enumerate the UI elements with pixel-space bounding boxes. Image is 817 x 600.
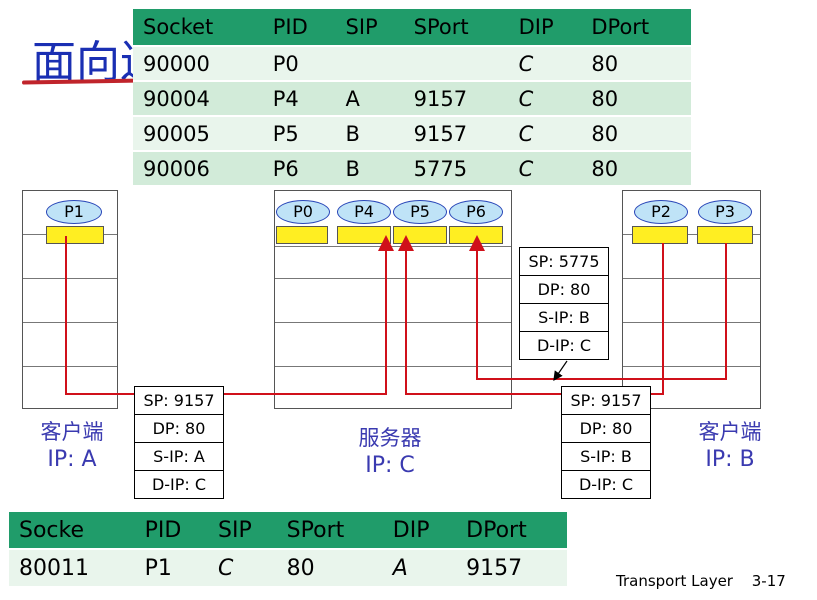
cell-sport: 9157: [403, 80, 509, 116]
server-c-ip: IP: C: [365, 453, 415, 478]
table-header-row: Socke PID SIP SPort DIP DPort: [9, 512, 567, 550]
col-dport: DPort: [581, 9, 691, 47]
cell-socket: 90004: [133, 80, 263, 116]
col-dip: DIP: [382, 512, 457, 550]
cell-sport: [403, 45, 509, 81]
packet-sip: S-IP: B: [562, 443, 650, 471]
packet-sport: SP: 9157: [562, 387, 650, 415]
process-p0: P0: [276, 200, 330, 224]
cell-sport: 80: [276, 549, 383, 586]
socket-p2: [632, 226, 688, 244]
cell-socket: 90006: [133, 150, 263, 185]
cell-pid: P4: [262, 80, 336, 116]
process-p1: P1: [46, 200, 102, 224]
process-p4: P4: [337, 200, 391, 224]
process-p6: P6: [449, 200, 503, 224]
packet-dip: D-IP: C: [578, 475, 634, 494]
cell-dport: 80: [581, 45, 691, 81]
cell-dip: C: [508, 150, 582, 185]
table-row: 80011 P1 C 80 A 9157: [9, 549, 567, 586]
client-a-label: 客户端 IP: A: [22, 418, 122, 474]
cell-dport: 9157: [456, 549, 567, 586]
col-dport: DPort: [456, 512, 567, 550]
col-sip: SIP: [207, 512, 277, 550]
client-b-name: 客户端: [698, 420, 762, 444]
packet-dip: D-IP: C: [151, 475, 207, 494]
process-p2: P2: [634, 200, 688, 224]
server-c-name: 服务器: [358, 426, 422, 450]
wire-b-to-p5: [398, 235, 664, 395]
server-c-label: 服务器 IP: C: [340, 424, 440, 480]
slide-footer: Transport Layer 3-17: [616, 572, 786, 590]
cell-pid: P1: [134, 549, 208, 586]
packet-sport: SP: 5775: [520, 248, 608, 276]
client-a-ip: IP: A: [47, 447, 97, 472]
cell-pid: P0: [262, 45, 336, 81]
table-header-row: Socket PID SIP SPort DIP DPort: [133, 9, 691, 47]
cell-dport: 80: [581, 80, 691, 116]
packet-dport: DP: 80: [520, 276, 608, 304]
cell-socket: 80011: [9, 549, 135, 586]
socket-p0: [276, 226, 328, 244]
cell-dip: C: [508, 115, 582, 151]
cell-socket: 90000: [133, 45, 263, 81]
col-socket: Socke: [9, 512, 135, 550]
cell-pid: P6: [262, 150, 336, 185]
footer-label: Transport Layer: [616, 572, 733, 590]
col-pid: PID: [134, 512, 208, 550]
cell-dport: 80: [581, 115, 691, 151]
packet-dport: DP: 80: [135, 415, 223, 443]
col-pid: PID: [262, 9, 336, 47]
process-p3: P3: [698, 200, 752, 224]
cell-sport: 5775: [403, 150, 509, 185]
cell-dip: A: [382, 549, 457, 586]
cell-dip: C: [508, 45, 582, 81]
col-dip: DIP: [508, 9, 582, 47]
process-p5: P5: [393, 200, 447, 224]
table-row: 90006 P6 B 5775 C 80: [133, 150, 691, 185]
cell-sip: [335, 45, 404, 81]
packet-pointer: [553, 360, 568, 381]
cell-sip: B: [335, 115, 404, 151]
packet-b-to-c-1: SP: 9157 DP: 80 S-IP: B D-IP: C: [561, 386, 651, 499]
client-b-ip: IP: B: [705, 447, 755, 472]
table-row: 90004 P4 A 9157 C 80: [133, 80, 691, 116]
packet-sport: SP: 9157: [135, 387, 223, 415]
client-socket-table: Socke PID SIP SPort DIP DPort 80011 P1 C…: [9, 512, 567, 586]
table-row: 90005 P5 B 9157 C 80: [133, 115, 691, 151]
cell-dport: 80: [581, 150, 691, 185]
cell-sport: 9157: [403, 115, 509, 151]
cell-pid: P5: [262, 115, 336, 151]
client-a-name: 客户端: [40, 420, 104, 444]
packet-b-to-c-2: SP: 5775 DP: 80 S-IP: B D-IP: C: [519, 247, 609, 360]
col-sip: SIP: [335, 9, 404, 47]
cell-sip: A: [335, 80, 404, 116]
table-row: 90000 P0 C 80: [133, 45, 691, 81]
packet-dip: D-IP: C: [536, 336, 592, 355]
server-socket-table: Socket PID SIP SPort DIP DPort 90000 P0 …: [133, 9, 691, 185]
col-sport: SPort: [403, 9, 509, 47]
cell-sip: C: [207, 549, 277, 586]
cell-socket: 90005: [133, 115, 263, 151]
client-b-label: 客户端 IP: B: [680, 418, 780, 474]
packet-sip: S-IP: B: [520, 304, 608, 332]
packet-sip: S-IP: A: [135, 443, 223, 471]
page-number: 3-17: [751, 572, 786, 590]
socket-p1: [46, 226, 104, 244]
cell-sip: B: [335, 150, 404, 185]
wire-a-to-p4: [65, 235, 394, 395]
packet-dport: DP: 80: [562, 415, 650, 443]
packet-a-to-c: SP: 9157 DP: 80 S-IP: A D-IP: C: [134, 386, 224, 499]
col-socket: Socket: [133, 9, 263, 47]
wire-b-to-p6: [469, 235, 727, 380]
col-sport: SPort: [276, 512, 383, 550]
cell-dip: C: [508, 80, 582, 116]
